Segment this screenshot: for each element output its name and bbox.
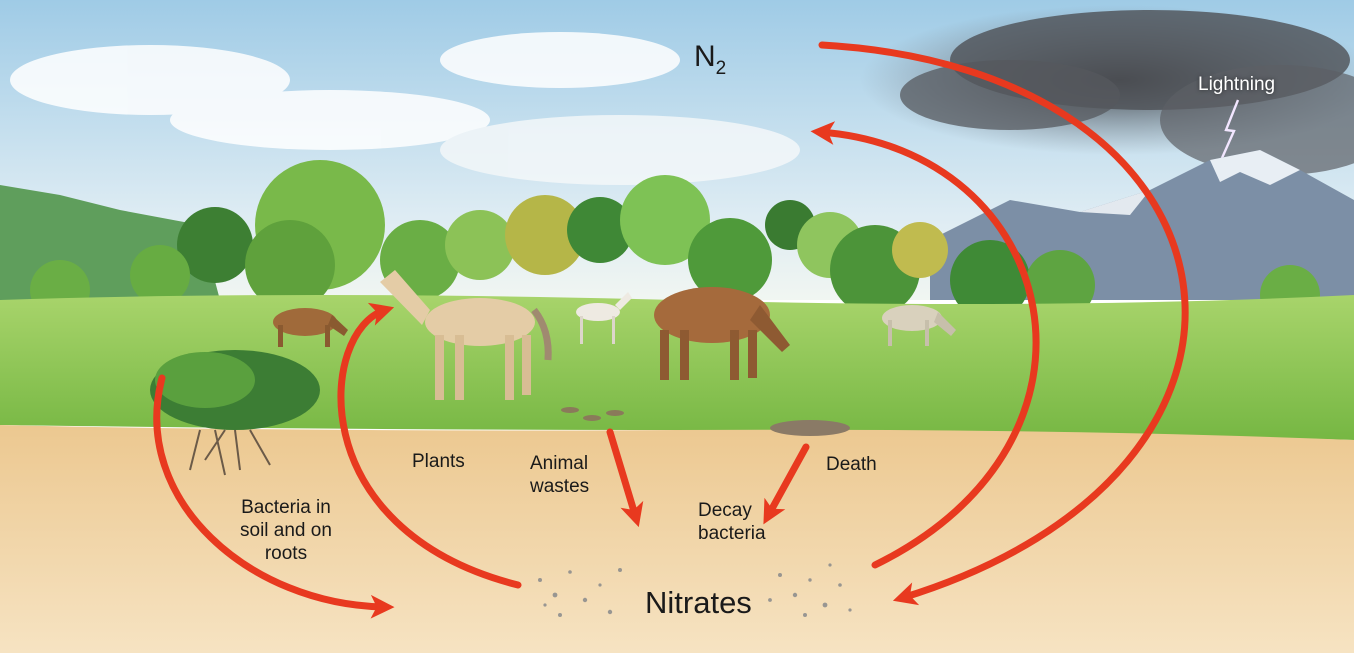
nitrates-label: Nitrates (645, 586, 752, 620)
animal-wastes-label: Animal wastes (530, 452, 589, 498)
n2-label: N2 (694, 40, 726, 74)
dead-animal (770, 420, 850, 436)
death-label: Death (826, 453, 877, 476)
plants-label: Plants (412, 450, 465, 473)
bacteria-label: Bacteria in soil and on roots (240, 496, 332, 565)
decay-bacteria-label: Decay bacteria (698, 499, 766, 545)
lightning-label: Lightning (1198, 73, 1275, 96)
